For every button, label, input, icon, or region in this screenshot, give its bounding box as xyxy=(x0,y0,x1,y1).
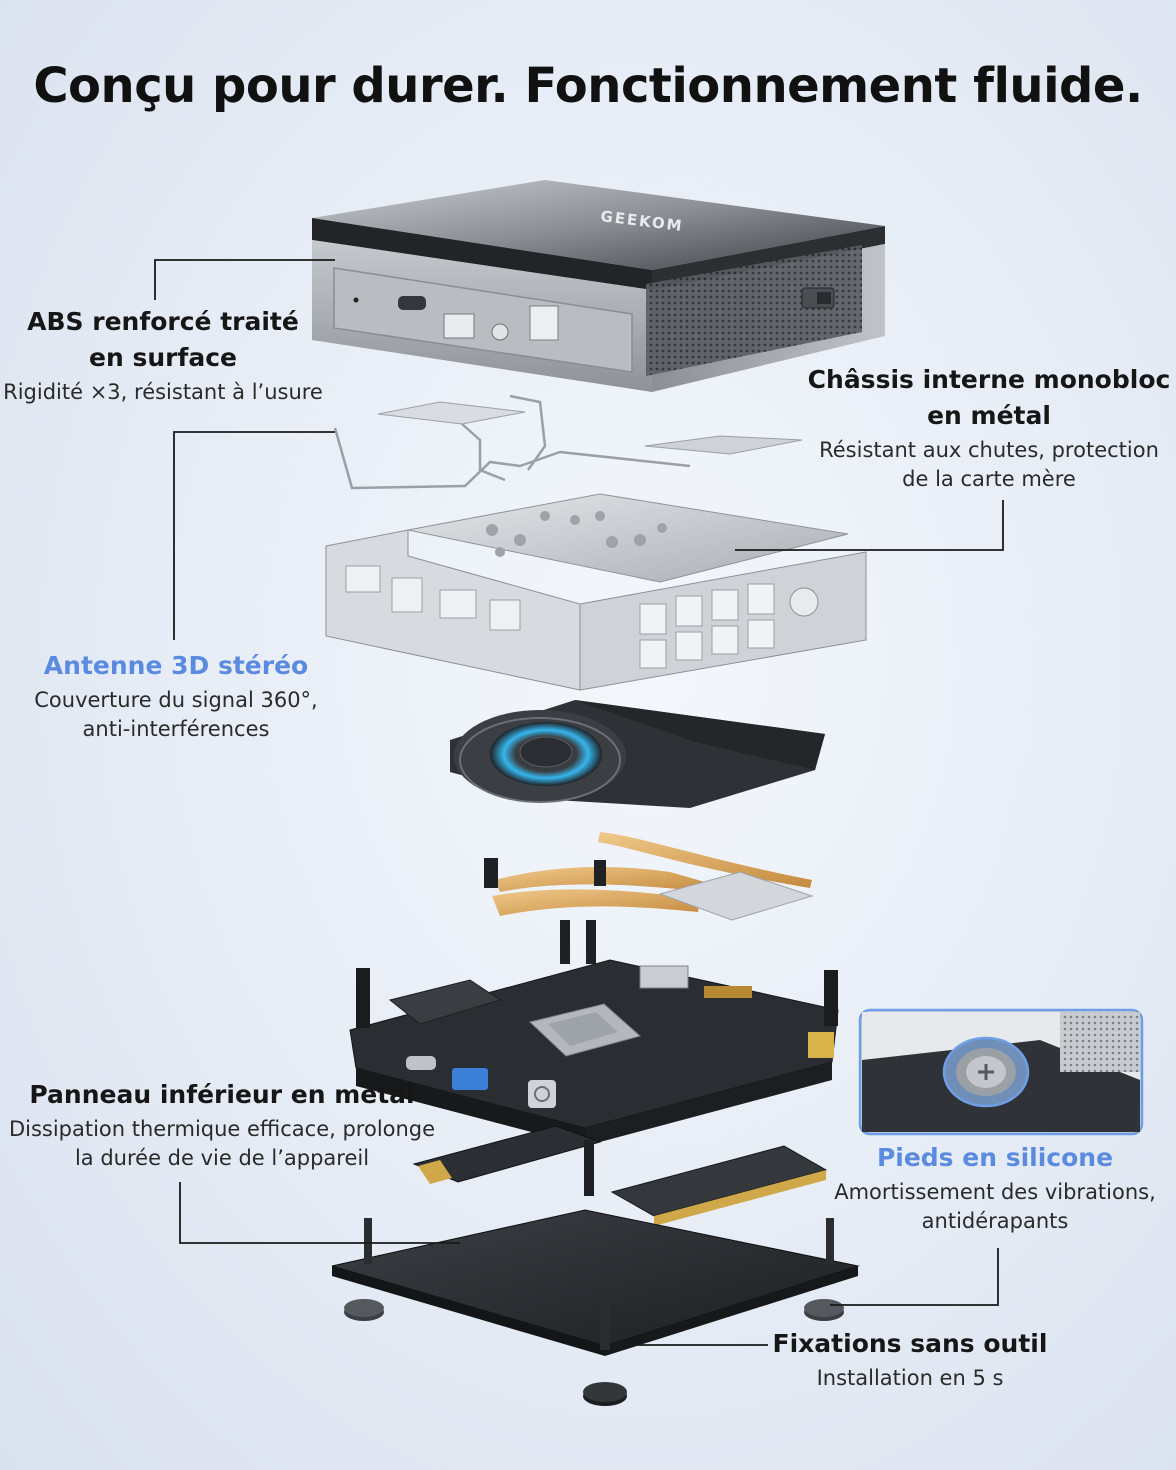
ssd-and-ram xyxy=(412,1125,828,1226)
feature-antenna-title: Antenne 3D stéréo xyxy=(43,651,309,680)
feature-chassis-title: Châssis interne monobloc en métal xyxy=(807,365,1171,430)
feature-abs-title: ABS renforcé traité en surface xyxy=(27,307,299,372)
top-case: GEEKOM xyxy=(312,180,885,392)
feature-chassis: Châssis interne monobloc en métal Résist… xyxy=(802,362,1176,494)
metal-chassis xyxy=(325,493,867,691)
feature-bottom-panel: Panneau inférieur en métal Dissipation t… xyxy=(0,1077,444,1173)
feature-abs-desc: Rigidité ×3, résistant à l’usure xyxy=(3,380,323,404)
feature-chassis-desc: Résistant aux chutes, protection de la c… xyxy=(819,438,1159,491)
heatpipe xyxy=(484,832,814,964)
feature-antenna: Antenne 3D stéréo Couverture du signal 3… xyxy=(8,648,344,744)
page-headline: Conçu pour durer. Fonctionnement fluide. xyxy=(33,58,1143,114)
feature-feet-title: Pieds en silicone xyxy=(876,1143,1114,1172)
feature-antenna-desc: Couverture du signal 360°, anti-interfér… xyxy=(34,688,318,741)
antenna-layer xyxy=(333,394,803,490)
metal-base-plate xyxy=(331,1209,860,1406)
motherboard xyxy=(349,959,839,1146)
feature-feet-desc: Amortissement des vibrations, antidérapa… xyxy=(834,1180,1156,1233)
feature-abs: ABS renforcé traité en surface Rigidité … xyxy=(0,304,326,407)
feature-bottom-panel-desc: Dissipation thermique efficace, prolonge… xyxy=(8,1117,436,1170)
feature-bottom-panel-title: Panneau inférieur en métal xyxy=(29,1080,415,1109)
feature-fixings: Fixations sans outil Installation en 5 s xyxy=(764,1326,1056,1393)
feature-feet: Pieds en silicone Amortissement des vibr… xyxy=(824,1140,1166,1236)
feature-fixings-desc: Installation en 5 s xyxy=(816,1366,1004,1390)
cooling-fan xyxy=(450,700,825,808)
feature-fixings-title: Fixations sans outil xyxy=(772,1329,1048,1358)
silicone-foot-zoom-inset xyxy=(858,1008,1144,1136)
